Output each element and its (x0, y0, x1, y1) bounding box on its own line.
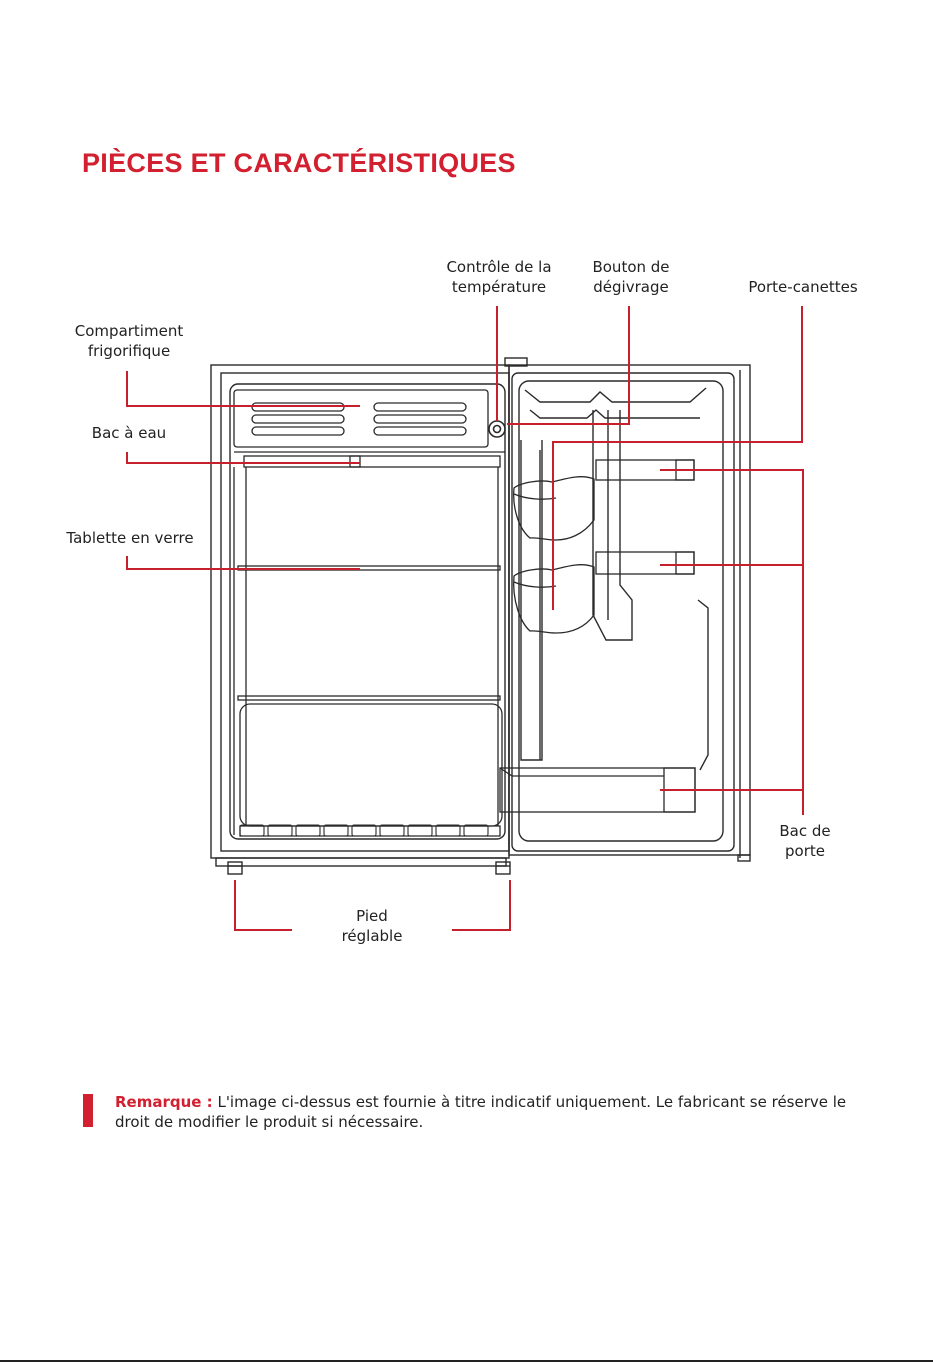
leader-lines (126, 306, 804, 931)
temperature-knob (488, 420, 506, 438)
page-title: PIÈCES ET CARACTÉRISTIQUES (82, 148, 516, 178)
bottom-grille (239, 824, 489, 837)
label-can-holder: Porte-canettes (748, 278, 858, 296)
label-defrost-button: Bouton de dégivrage (592, 258, 670, 296)
label-temperature-control: Contrôle de la température (446, 258, 552, 296)
interior (233, 467, 503, 837)
note-accent-bar (83, 1094, 93, 1127)
label-drip-tray: Bac à eau (91, 424, 167, 442)
crisper (239, 703, 503, 827)
label-door-bin: Bac de porte (779, 822, 831, 860)
label-glass-shelf: Tablette en verre (66, 529, 194, 547)
note-label: Remarque : (115, 1093, 213, 1111)
note-paragraph: Remarque : L'image ci-dessus est fournie… (115, 1092, 875, 1132)
note-text: L'image ci-dessus est fournie à titre in… (115, 1093, 847, 1131)
label-freezer-compartment: Compartiment frigorifique (74, 322, 184, 360)
door-shelves (499, 459, 696, 813)
freezer-compartment (233, 389, 505, 453)
page-bottom-rule (0, 1360, 933, 1362)
drip-tray (243, 455, 501, 468)
door (504, 357, 751, 862)
label-leveling-leg: Pied réglable (341, 907, 403, 945)
cabinet (210, 364, 511, 875)
